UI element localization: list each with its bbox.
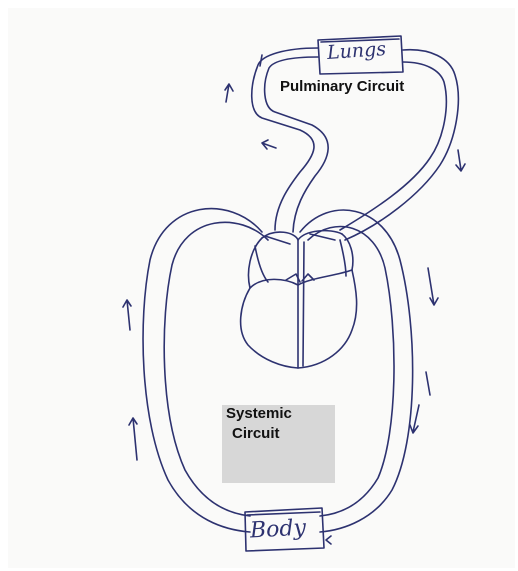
paper-background [8,8,515,568]
pulmonary-circuit-label: Pulminary Circuit [280,78,404,95]
systemic-circuit-label-line1: Systemic [226,405,292,422]
lungs-label: Lungs [326,38,386,64]
body-label: Body [249,516,306,544]
systemic-circuit-label-line2: Circuit [232,425,280,442]
